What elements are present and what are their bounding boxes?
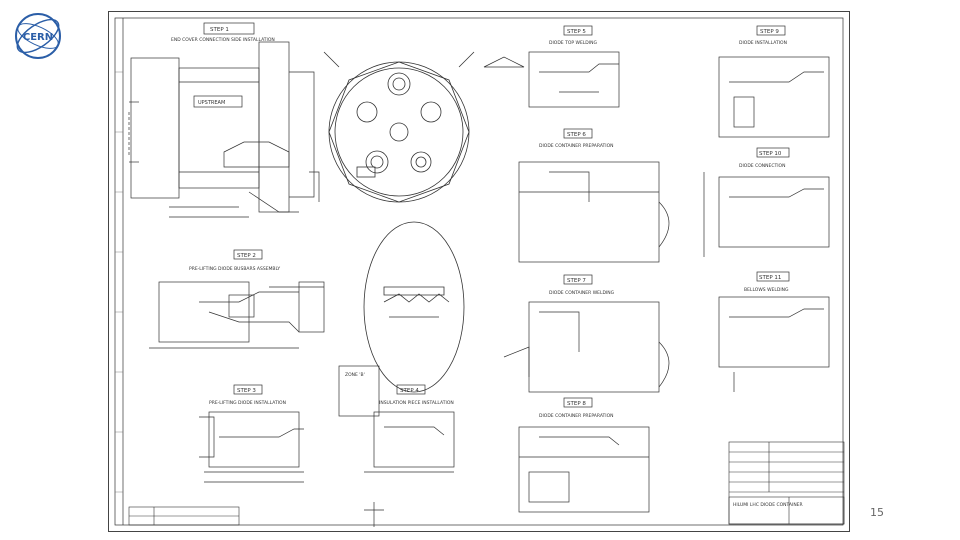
step4-view: ZONE 'B' STEP 4 INSULATION PIECE INSTALL… bbox=[338, 365, 455, 527]
end-cover-front-view bbox=[323, 51, 475, 203]
step5-caption: DIODE TOP WELDING bbox=[549, 40, 597, 46]
technical-drawing: STEP 1 END COVER CONNECTION SIDE INSTALL… bbox=[108, 11, 850, 532]
logo-text: CERN bbox=[23, 32, 53, 43]
cern-logo: CERN bbox=[15, 13, 61, 59]
step1-caption: END COVER CONNECTION SIDE INSTALLATION bbox=[171, 37, 275, 43]
step11-caption: BELLOWS WELDING bbox=[744, 287, 789, 293]
step9-view: STEP 9 DIODE INSTALLATION bbox=[718, 25, 830, 138]
step6-view: STEP 6 DIODE CONTAINER PREPARATION bbox=[518, 128, 670, 263]
step5-label: STEP 5 bbox=[567, 29, 586, 35]
step5-view: STEP 5 DIODE TOP WELDING bbox=[483, 25, 620, 108]
step4-caption: INSULATION PIECE INSTALLATION bbox=[379, 400, 454, 406]
step7-view: STEP 7 DIODE CONTAINER WELDING bbox=[503, 274, 670, 393]
step11-label: STEP 11 bbox=[759, 275, 781, 281]
step3-caption: PRE-LIFTING DIODE INSTALLATION bbox=[209, 400, 286, 406]
step11-view: STEP 11 BELLOWS WELDING bbox=[718, 271, 830, 392]
upstream-label: UPSTREAM bbox=[198, 100, 225, 106]
step10-label: STEP 10 bbox=[759, 151, 782, 157]
step4-label: STEP 4 bbox=[400, 388, 419, 394]
drawing-canvas: STEP 1 END COVER CONNECTION SIDE INSTALL… bbox=[114, 17, 845, 527]
step9-caption: DIODE INSTALLATION bbox=[739, 40, 787, 46]
step10-caption: DIODE CONNECTION bbox=[739, 163, 785, 169]
step6-label: STEP 6 bbox=[567, 132, 586, 138]
step10-view: STEP 10 DIODE CONNECTION bbox=[703, 147, 830, 257]
page-number: 15 bbox=[870, 506, 884, 519]
step9-label: STEP 9 bbox=[760, 29, 779, 35]
step6-caption: DIODE CONTAINER PREPARATION bbox=[539, 143, 614, 149]
step2-view: STEP 2 PRE-LIFTING DIODE BUSBARS ASSEMBL… bbox=[149, 249, 325, 349]
step3-view: STEP 3 PRE-LIFTING DIODE INSTALLATION bbox=[199, 384, 304, 483]
step2-label: STEP 2 bbox=[237, 253, 256, 259]
step3-label: STEP 3 bbox=[237, 388, 256, 394]
title-block-text: HILUMI LHC DIODE CONTAINER bbox=[733, 502, 803, 508]
detail-ellipse bbox=[363, 221, 465, 393]
step8-caption: DIODE CONTAINER PREPARATION bbox=[539, 413, 614, 419]
title-block bbox=[728, 441, 845, 525]
zone-label: ZONE 'B' bbox=[345, 372, 365, 378]
step7-caption: DIODE CONTAINER WELDING bbox=[549, 290, 615, 296]
step1-label: STEP 1 bbox=[210, 27, 229, 33]
step8-label: STEP 8 bbox=[567, 401, 586, 407]
revision-block bbox=[128, 506, 240, 526]
step2-caption: PRE-LIFTING DIODE BUSBARS ASSEMBLY bbox=[189, 266, 280, 272]
step1-view: STEP 1 END COVER CONNECTION SIDE INSTALL… bbox=[128, 22, 320, 218]
step8-view: STEP 8 DIODE CONTAINER PREPARATION bbox=[518, 397, 650, 513]
step7-label: STEP 7 bbox=[567, 278, 586, 284]
